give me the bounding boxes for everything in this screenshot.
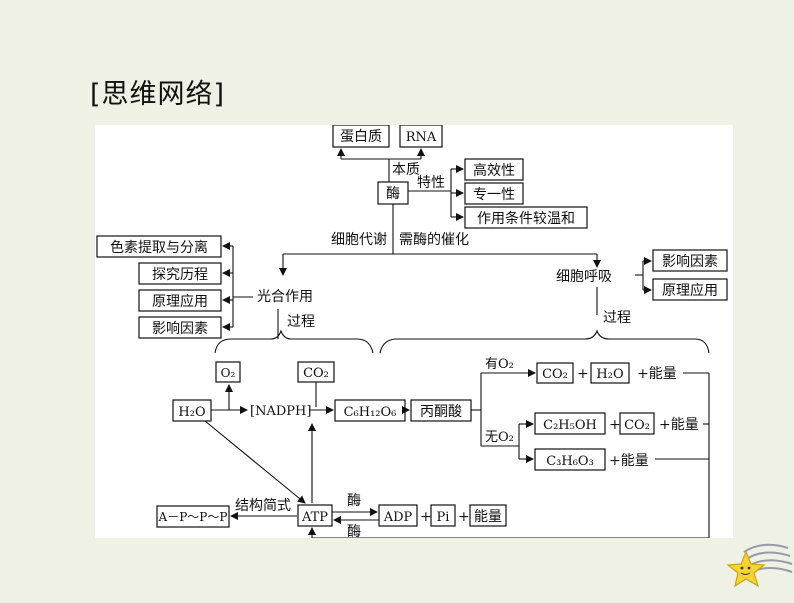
pi-label: Pi <box>437 510 450 525</box>
principle-box-1 <box>138 289 222 312</box>
ana-co2-label: CO₂ <box>624 418 650 433</box>
atp-label: ATP <box>301 510 328 525</box>
star-decoration-icon <box>722 540 794 600</box>
ana-co2-box <box>619 412 655 435</box>
pigment-box <box>96 235 222 258</box>
with-o2-label: 有O₂ <box>485 357 514 372</box>
photosynthesis-label: 光合作用 <box>257 289 313 305</box>
enzyme-label: 酶 <box>386 186 400 202</box>
arrow-h2o-to-atp <box>204 420 306 504</box>
atp-struct-box <box>156 505 230 528</box>
plus-1: + <box>577 366 589 382</box>
energy-label-2: +能量 <box>659 417 699 433</box>
aer-co2-label: CO₂ <box>542 367 568 382</box>
concept-map: 蛋白质 RNA 本质 酶 特性 高效性 专一性 作用条件较温和 细胞代谢 需酶的… <box>95 125 733 538</box>
energy-label-3: +能量 <box>609 453 649 469</box>
energy-label-1: +能量 <box>637 366 677 382</box>
mild-box <box>464 206 588 229</box>
atp-struct-label: A－P～P～P <box>158 510 228 524</box>
process-label-2: 过程 <box>603 310 631 326</box>
enzyme-bottom-label: 酶 <box>347 524 361 538</box>
adp-box <box>378 504 418 527</box>
lactate-box <box>534 448 606 471</box>
page-title: [思维网络] <box>90 79 226 110</box>
pi-box <box>430 504 456 527</box>
rna-label: RNA <box>406 130 437 145</box>
needs-enzyme-label: 需酶的催化 <box>399 232 469 248</box>
resp-brace <box>379 329 710 354</box>
essence-label: 本质 <box>392 162 420 178</box>
rna-box <box>399 125 443 148</box>
struct-formula-label: 结构简式 <box>235 497 291 514</box>
efficient-label: 高效性 <box>473 162 515 179</box>
nadph-label: [NADPH] <box>250 404 311 419</box>
lactate-label: C₃H₆O₃ <box>546 454 594 469</box>
plus-2: + <box>609 417 621 433</box>
enzyme-top-label: 酶 <box>347 493 361 509</box>
protein-box <box>332 125 390 148</box>
explore-box <box>138 262 222 285</box>
mild-label: 作用条件较温和 <box>477 210 575 227</box>
principle-label-2: 原理应用 <box>662 282 718 299</box>
photo-brace <box>214 329 374 354</box>
explore-label: 探究历程 <box>152 267 208 283</box>
respiration-label: 细胞呼吸 <box>556 269 612 285</box>
h2o-label: H₂O <box>178 405 205 420</box>
metabolism-label: 细胞代谢 <box>331 232 387 248</box>
glucose-label: C₆H₁₂O₆ <box>344 405 397 420</box>
traits-label: 特性 <box>417 175 445 191</box>
without-o2-label: 无O₂ <box>485 430 514 445</box>
ethanol-box <box>534 412 606 435</box>
plus-4: + <box>458 509 470 525</box>
energy-box-label: 能量 <box>474 509 502 525</box>
process-label-1: 过程 <box>287 314 315 330</box>
adp-label: ADP <box>383 510 413 525</box>
aer-co2-box <box>536 362 574 384</box>
protein-label: 蛋白质 <box>340 129 382 145</box>
plus-3: + <box>420 509 432 525</box>
factors-box-2 <box>652 249 728 272</box>
aer-h2o-box <box>590 362 630 384</box>
ethanol-label: C₂H₅OH <box>543 418 597 433</box>
co2-label: CO₂ <box>303 366 329 381</box>
factors-label-1: 影响因素 <box>152 321 208 337</box>
factors-label-2: 影响因素 <box>662 254 718 270</box>
pyruvate-label: 丙酮酸 <box>420 404 462 420</box>
factors-box-1 <box>138 316 222 339</box>
specific-box <box>464 182 524 205</box>
o2-box <box>215 361 241 383</box>
o2-label: O₂ <box>221 366 236 380</box>
energy-box <box>469 504 507 527</box>
principle-label-1: 原理应用 <box>152 293 208 310</box>
principle-box-2 <box>652 278 728 301</box>
atp-box <box>297 504 333 527</box>
aer-h2o-label: H₂O <box>596 367 623 382</box>
specific-label: 专一性 <box>473 187 515 203</box>
pigment-label: 色素提取与分离 <box>110 239 208 256</box>
efficient-box <box>464 158 524 181</box>
